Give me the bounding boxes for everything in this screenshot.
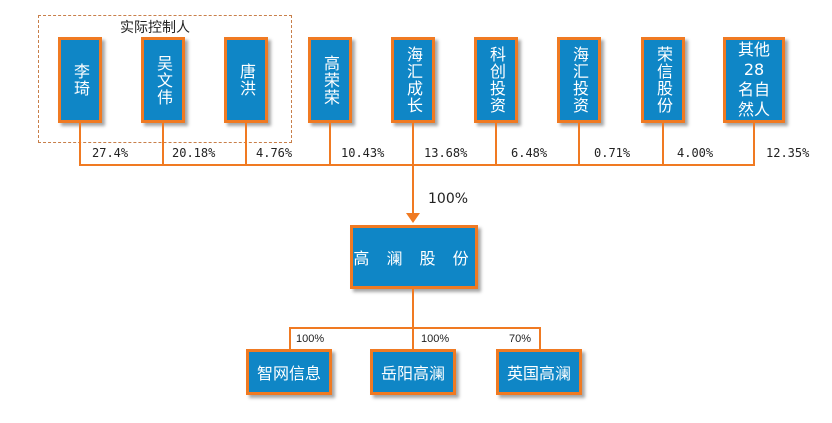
subsidiary-trunk-line — [412, 289, 414, 328]
actual-controller-label: 实际控制人 — [120, 20, 190, 36]
shareholder-box-kechuang-touzi: 科创投资 — [474, 37, 518, 123]
shareholder-box-liqi: 李琦 — [58, 37, 102, 123]
pct-gaorongrong: 10.43% — [341, 146, 385, 160]
connector-tanghong — [245, 123, 247, 165]
shareholder-box-other-28: 其他28名自然人 — [723, 37, 785, 123]
shareholder-box-gaorongrong: 高荣荣 — [308, 37, 352, 123]
shareholder-box-rongxin-gufen: 荣信股份 — [641, 37, 685, 123]
connector-kechuang — [495, 123, 497, 165]
connector-other-28 — [753, 123, 755, 165]
shareholder-box-haihui-touzi: 海汇投资 — [557, 37, 601, 123]
subsidiary-box-yueyang: 岳阳高澜 — [370, 349, 456, 395]
pct-haihui-touzi: 0.71% — [594, 146, 631, 160]
subsidiary-box-yingguo: 英国高澜 — [496, 349, 582, 395]
pct-kechuang: 6.48% — [511, 146, 548, 160]
connector-wuwenwei — [162, 123, 164, 165]
pct-tanghong: 4.76% — [256, 146, 293, 160]
shareholder-label-other-28: 其他28名自然人 — [737, 40, 770, 119]
connector-rongxin — [662, 123, 664, 165]
connector-zhiwang — [289, 327, 291, 349]
pct-haihui-chengzhang: 13.68% — [424, 146, 468, 160]
shareholder-box-haihui-chengzhang: 海汇成长 — [391, 37, 435, 123]
connector-gaorongrong — [329, 123, 331, 165]
pct-other-28: 12.35% — [766, 146, 810, 160]
shareholder-bus-line — [79, 164, 755, 166]
pct-liqi: 27.4% — [92, 146, 129, 160]
pct-yingguo: 70% — [509, 333, 532, 345]
pct-wuwenwei: 20.18% — [172, 146, 216, 160]
pct-yueyang: 100% — [421, 333, 450, 345]
connector-liqi — [79, 123, 81, 165]
connector-yueyang — [412, 327, 414, 349]
company-arrow-head — [406, 213, 420, 223]
connector-haihui-chengzhang — [412, 123, 414, 165]
shareholder-box-wuwenwei: 吴文伟 — [141, 37, 185, 123]
connector-haihui-touzi — [578, 123, 580, 165]
company-arrow-line — [412, 165, 414, 215]
company-box: 高 澜 股 份 — [350, 225, 478, 289]
pct-zhiwang: 100% — [296, 333, 325, 345]
subsidiary-bus-line — [289, 327, 541, 329]
pct-rongxin: 4.00% — [677, 146, 714, 160]
subsidiary-box-zhiwang: 智网信息 — [246, 349, 332, 395]
actual-controller-group — [38, 15, 292, 143]
shareholder-box-tanghong: 唐洪 — [224, 37, 268, 123]
company-ownership-pct: 100% — [428, 191, 469, 207]
connector-yingguo — [539, 327, 541, 349]
